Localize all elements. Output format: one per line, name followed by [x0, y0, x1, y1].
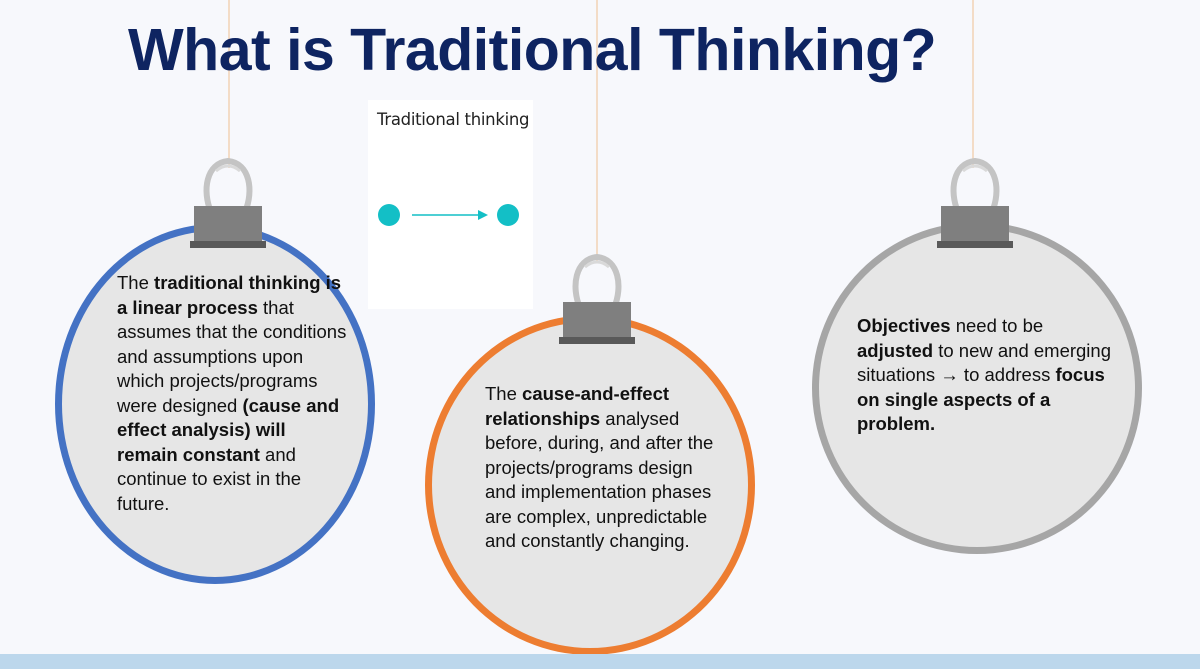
- bubble-text-run: Objectives: [857, 315, 951, 336]
- bubble-text-run: and continue to exist in the future.: [117, 443, 302, 514]
- bubble-text-run: to new and emerging situations → to addr…: [857, 339, 1111, 386]
- hanging-string-left: [228, 0, 230, 168]
- bubble-center: [425, 315, 755, 655]
- traditional-thinking-diagram: Traditional thinking: [368, 100, 533, 309]
- bubble-center-text: The cause-and-effect relationships analy…: [485, 382, 720, 554]
- binder-clip-icon: [190, 157, 266, 248]
- bubble-text-run: that assumes that the conditions and ass…: [117, 296, 347, 416]
- arrow-head-icon: [478, 210, 488, 220]
- bubble-left-text: The traditional thinking is a linear pro…: [117, 271, 349, 516]
- hanging-string-right: [972, 0, 974, 168]
- bubble-left: [55, 224, 375, 584]
- hanging-string-center: [596, 0, 598, 262]
- end-node: [497, 204, 519, 226]
- bubble-text-run: adjusted: [857, 339, 934, 361]
- diagram-label: Traditional thinking: [377, 110, 530, 129]
- bubble-text-run: need to be: [950, 315, 1044, 336]
- bubble-text-run: The: [117, 272, 155, 293]
- bubble-text-run: (cause and effect analysis) will remain …: [117, 394, 340, 465]
- slide-title: What is Traditional Thinking?: [128, 17, 937, 83]
- binder-clip-icon: [559, 253, 635, 344]
- bubble-right: [812, 222, 1142, 554]
- bubble-text-run: The: [485, 383, 523, 404]
- bubble-text-run: cause-and-effect relationships: [485, 383, 670, 429]
- linear-arrow-diagram: [378, 204, 519, 226]
- start-node: [378, 204, 400, 226]
- footer-bar: [0, 654, 1200, 669]
- bubble-text-run: analysed before, during, and after the p…: [485, 407, 714, 552]
- bubble-text-run: focus on single aspects of a problem.: [857, 364, 1105, 434]
- bubble-text-run: traditional thinking is a linear process: [117, 272, 342, 318]
- binder-clip-icon: [937, 157, 1013, 248]
- bubble-right-text: Objectives need to be adjusted to new an…: [857, 314, 1122, 437]
